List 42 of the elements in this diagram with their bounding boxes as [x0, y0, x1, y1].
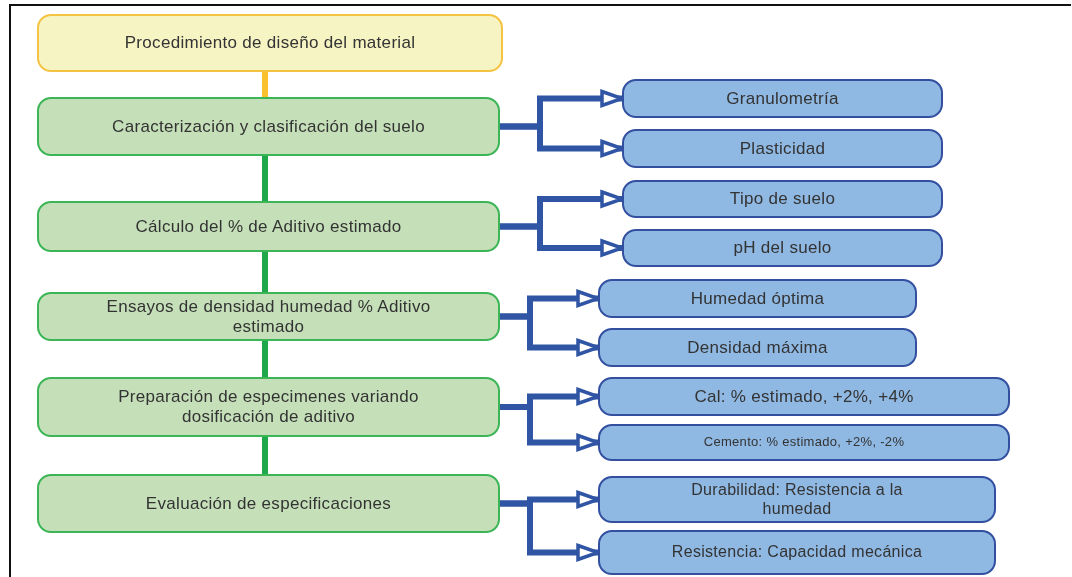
process-box	[37, 474, 500, 533]
box-label: Densidad máxima	[687, 337, 828, 358]
connector-line	[262, 156, 268, 201]
process-box	[37, 14, 503, 72]
box-label: Resistencia: Capacidad mecánica	[671, 543, 923, 562]
box-label: Cálculo del % de Aditivo estimado	[135, 216, 402, 237]
box-label: Granulometría	[726, 88, 839, 109]
box-label: Caracterización y clasificación del suelo	[112, 116, 425, 137]
box-label: Procedimiento de diseño del material	[124, 33, 416, 53]
process-box	[37, 292, 500, 341]
connector-arrow	[500, 123, 624, 158]
process-box	[598, 424, 1010, 461]
process-box	[598, 530, 996, 575]
box-label: Cemento: % estimado, +2%, -2%	[703, 435, 905, 450]
box-label: Plasticidad	[739, 138, 826, 159]
box-label: Evaluación de especificaciones	[145, 493, 392, 514]
process-box	[598, 328, 917, 367]
process-box	[598, 476, 996, 523]
box-label: Tipo de suelo	[729, 189, 836, 209]
connector-arrow	[500, 223, 624, 257]
process-box	[37, 97, 500, 156]
connector-line	[262, 341, 268, 377]
box-label: Cal: % estimado, +2%, +4%	[694, 386, 914, 407]
process-box	[622, 79, 943, 118]
process-box	[37, 201, 500, 252]
process-box	[598, 279, 917, 318]
process-box	[598, 377, 1010, 416]
connector-line	[262, 437, 268, 474]
connector-arrow	[500, 404, 600, 452]
box-label: Humedad óptima	[690, 288, 825, 309]
process-box	[622, 129, 943, 168]
connector-arrow	[500, 500, 600, 562]
connector-arrow	[500, 313, 600, 357]
process-box	[37, 377, 500, 437]
process-box	[622, 229, 943, 267]
box-label: Durabilidad: Resistencia a la humedad	[690, 481, 904, 518]
box-label: pH del suelo	[733, 238, 832, 258]
connector-line	[262, 72, 268, 97]
box-label: Preparación de especimenes variando dosificación de aditivo	[117, 387, 420, 427]
process-box	[622, 180, 943, 218]
connector-line	[262, 252, 268, 292]
box-label: Ensayos de densidad humedad % Aditivo estimado	[105, 296, 432, 337]
